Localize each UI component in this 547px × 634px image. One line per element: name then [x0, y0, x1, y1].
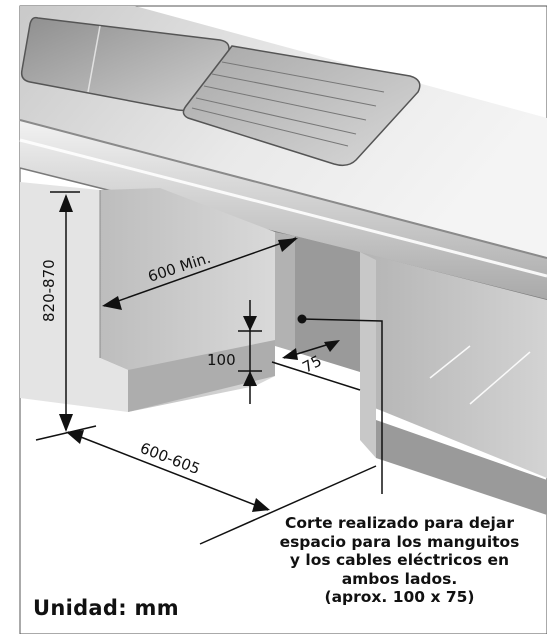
left-cabinet-side — [20, 182, 128, 412]
arrow-600min-right — [278, 238, 298, 252]
note-line: (aprox. 100 x 75) — [324, 588, 475, 606]
note-line: espacio para los manguitos — [279, 532, 520, 551]
opening-left-wall — [275, 232, 295, 352]
drainboard-grooves — [191, 61, 385, 147]
height-dimension-label: 820-870 — [40, 259, 58, 322]
right-cabinet-plinth — [376, 420, 547, 515]
arrow-opening-right — [252, 498, 270, 512]
door-reflections — [429, 345, 531, 405]
cutout-leader-line — [301, 318, 383, 494]
sink-basin — [20, 16, 230, 112]
unit-label: Unidad: mm — [33, 596, 179, 620]
arrow-height-bottom — [59, 414, 73, 432]
arrow-height-top — [59, 194, 73, 212]
note-line: ambos lados. — [341, 569, 458, 588]
cutout-note: Corte realizado para dejar espacio para … — [252, 514, 547, 607]
note-line: y los cables eléctricos en — [289, 551, 510, 569]
sink-shine — [87, 25, 101, 93]
right-cabinet-side — [360, 252, 376, 458]
countertop-edge-line — [19, 119, 547, 259]
note-line: Corte realizado para dejar — [285, 514, 514, 532]
countertop-edge — [20, 120, 547, 300]
arrow-100-bottom — [243, 371, 257, 386]
left-cabinet-plinth — [128, 340, 275, 412]
dimension-arrows — [59, 194, 340, 512]
arrow-opening-left — [66, 430, 84, 444]
drainboard — [182, 45, 421, 167]
edge-highlight — [19, 138, 547, 278]
opening-back-panel — [295, 236, 360, 372]
arrow-75-right — [324, 340, 340, 352]
arrow-600min-left — [102, 296, 122, 310]
arrow-100-top — [243, 316, 257, 331]
right-cabinet — [360, 252, 547, 478]
arrow-75-left — [282, 348, 298, 360]
depth-cut-label: 100 — [207, 351, 236, 369]
